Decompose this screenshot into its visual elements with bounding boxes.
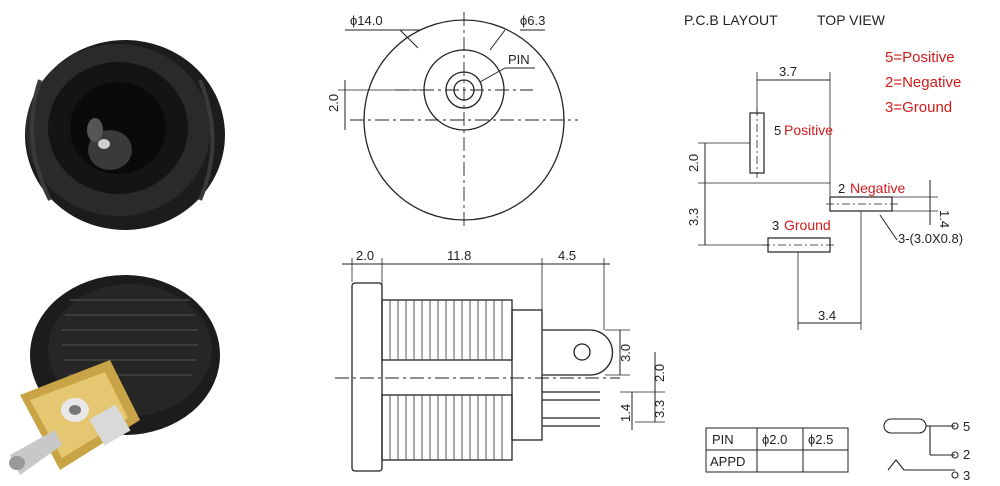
- legend-positive: 5=Positive: [885, 49, 955, 66]
- pad-negative-number: 2: [838, 181, 845, 196]
- side-view-body: [335, 258, 665, 472]
- pin-table-header-d25: ϕ2.5: [808, 432, 833, 447]
- side-tab-height: 3.0: [618, 344, 633, 362]
- side-thread-upper: [381, 299, 513, 361]
- side-pin-gap: 1.4: [618, 404, 633, 422]
- photo-jack-rear: [9, 275, 220, 475]
- photo-jack-front: [25, 40, 225, 230]
- side-pin-spacing: 3.3: [652, 400, 667, 418]
- pin-table-header-d20: ϕ2.0: [762, 432, 787, 447]
- pad-negative-name: Negative: [850, 180, 905, 196]
- side-tab-length: 4.5: [558, 248, 576, 263]
- front-pin-label: PIN: [508, 52, 530, 67]
- front-outer-diameter: ϕ14.0: [350, 13, 383, 28]
- front-inner-diameter: ϕ6.3: [520, 13, 545, 28]
- pcb-title: P.C.B LAYOUT: [684, 12, 778, 28]
- pcb-pad-size: 3-(3.0X0.8): [898, 231, 963, 246]
- pad-positive-name: Positive: [784, 122, 833, 138]
- pin-table: [705, 427, 849, 473]
- front-pin-offset: 2.0: [326, 94, 341, 112]
- pad-positive-number: 5: [774, 123, 781, 138]
- pcb-layout: [698, 72, 938, 330]
- schematic-pin-2: 2: [963, 447, 970, 462]
- schematic-symbol: [883, 418, 959, 479]
- side-thread-lower: [381, 394, 513, 461]
- side-rear-body: [511, 309, 543, 441]
- schematic-pin-5: 5: [963, 419, 970, 434]
- side-tab-hole: [573, 343, 591, 361]
- pcb-dim-left-lower: 3.3: [686, 208, 701, 226]
- legend-negative: 2=Negative: [885, 74, 961, 91]
- side-flange: [351, 282, 383, 472]
- pcb-dim-bottom: 3.4: [818, 308, 836, 323]
- pcb-dim-left-upper: 2.0: [686, 154, 701, 172]
- side-body-length: 11.8: [447, 248, 471, 263]
- pcb-dim-top: 3.7: [779, 64, 797, 79]
- pin-table-header-pin: PIN: [712, 432, 734, 447]
- pad-ground-name: Ground: [784, 217, 831, 233]
- side-tab: [542, 329, 614, 376]
- legend-ground: 3=Ground: [885, 99, 952, 116]
- side-pin-offset: 2.0: [652, 364, 667, 382]
- schematic-pin-3: 3: [963, 468, 970, 483]
- side-flange-width: 2.0: [356, 248, 374, 263]
- pin-table-row-label: APPD: [710, 454, 745, 469]
- pcb-view-label: TOP VIEW: [817, 12, 886, 28]
- pad-ground-number: 3: [772, 218, 779, 233]
- pcb-dim-right: 1.4: [937, 210, 952, 228]
- side-thread-lines: [389, 300, 503, 460]
